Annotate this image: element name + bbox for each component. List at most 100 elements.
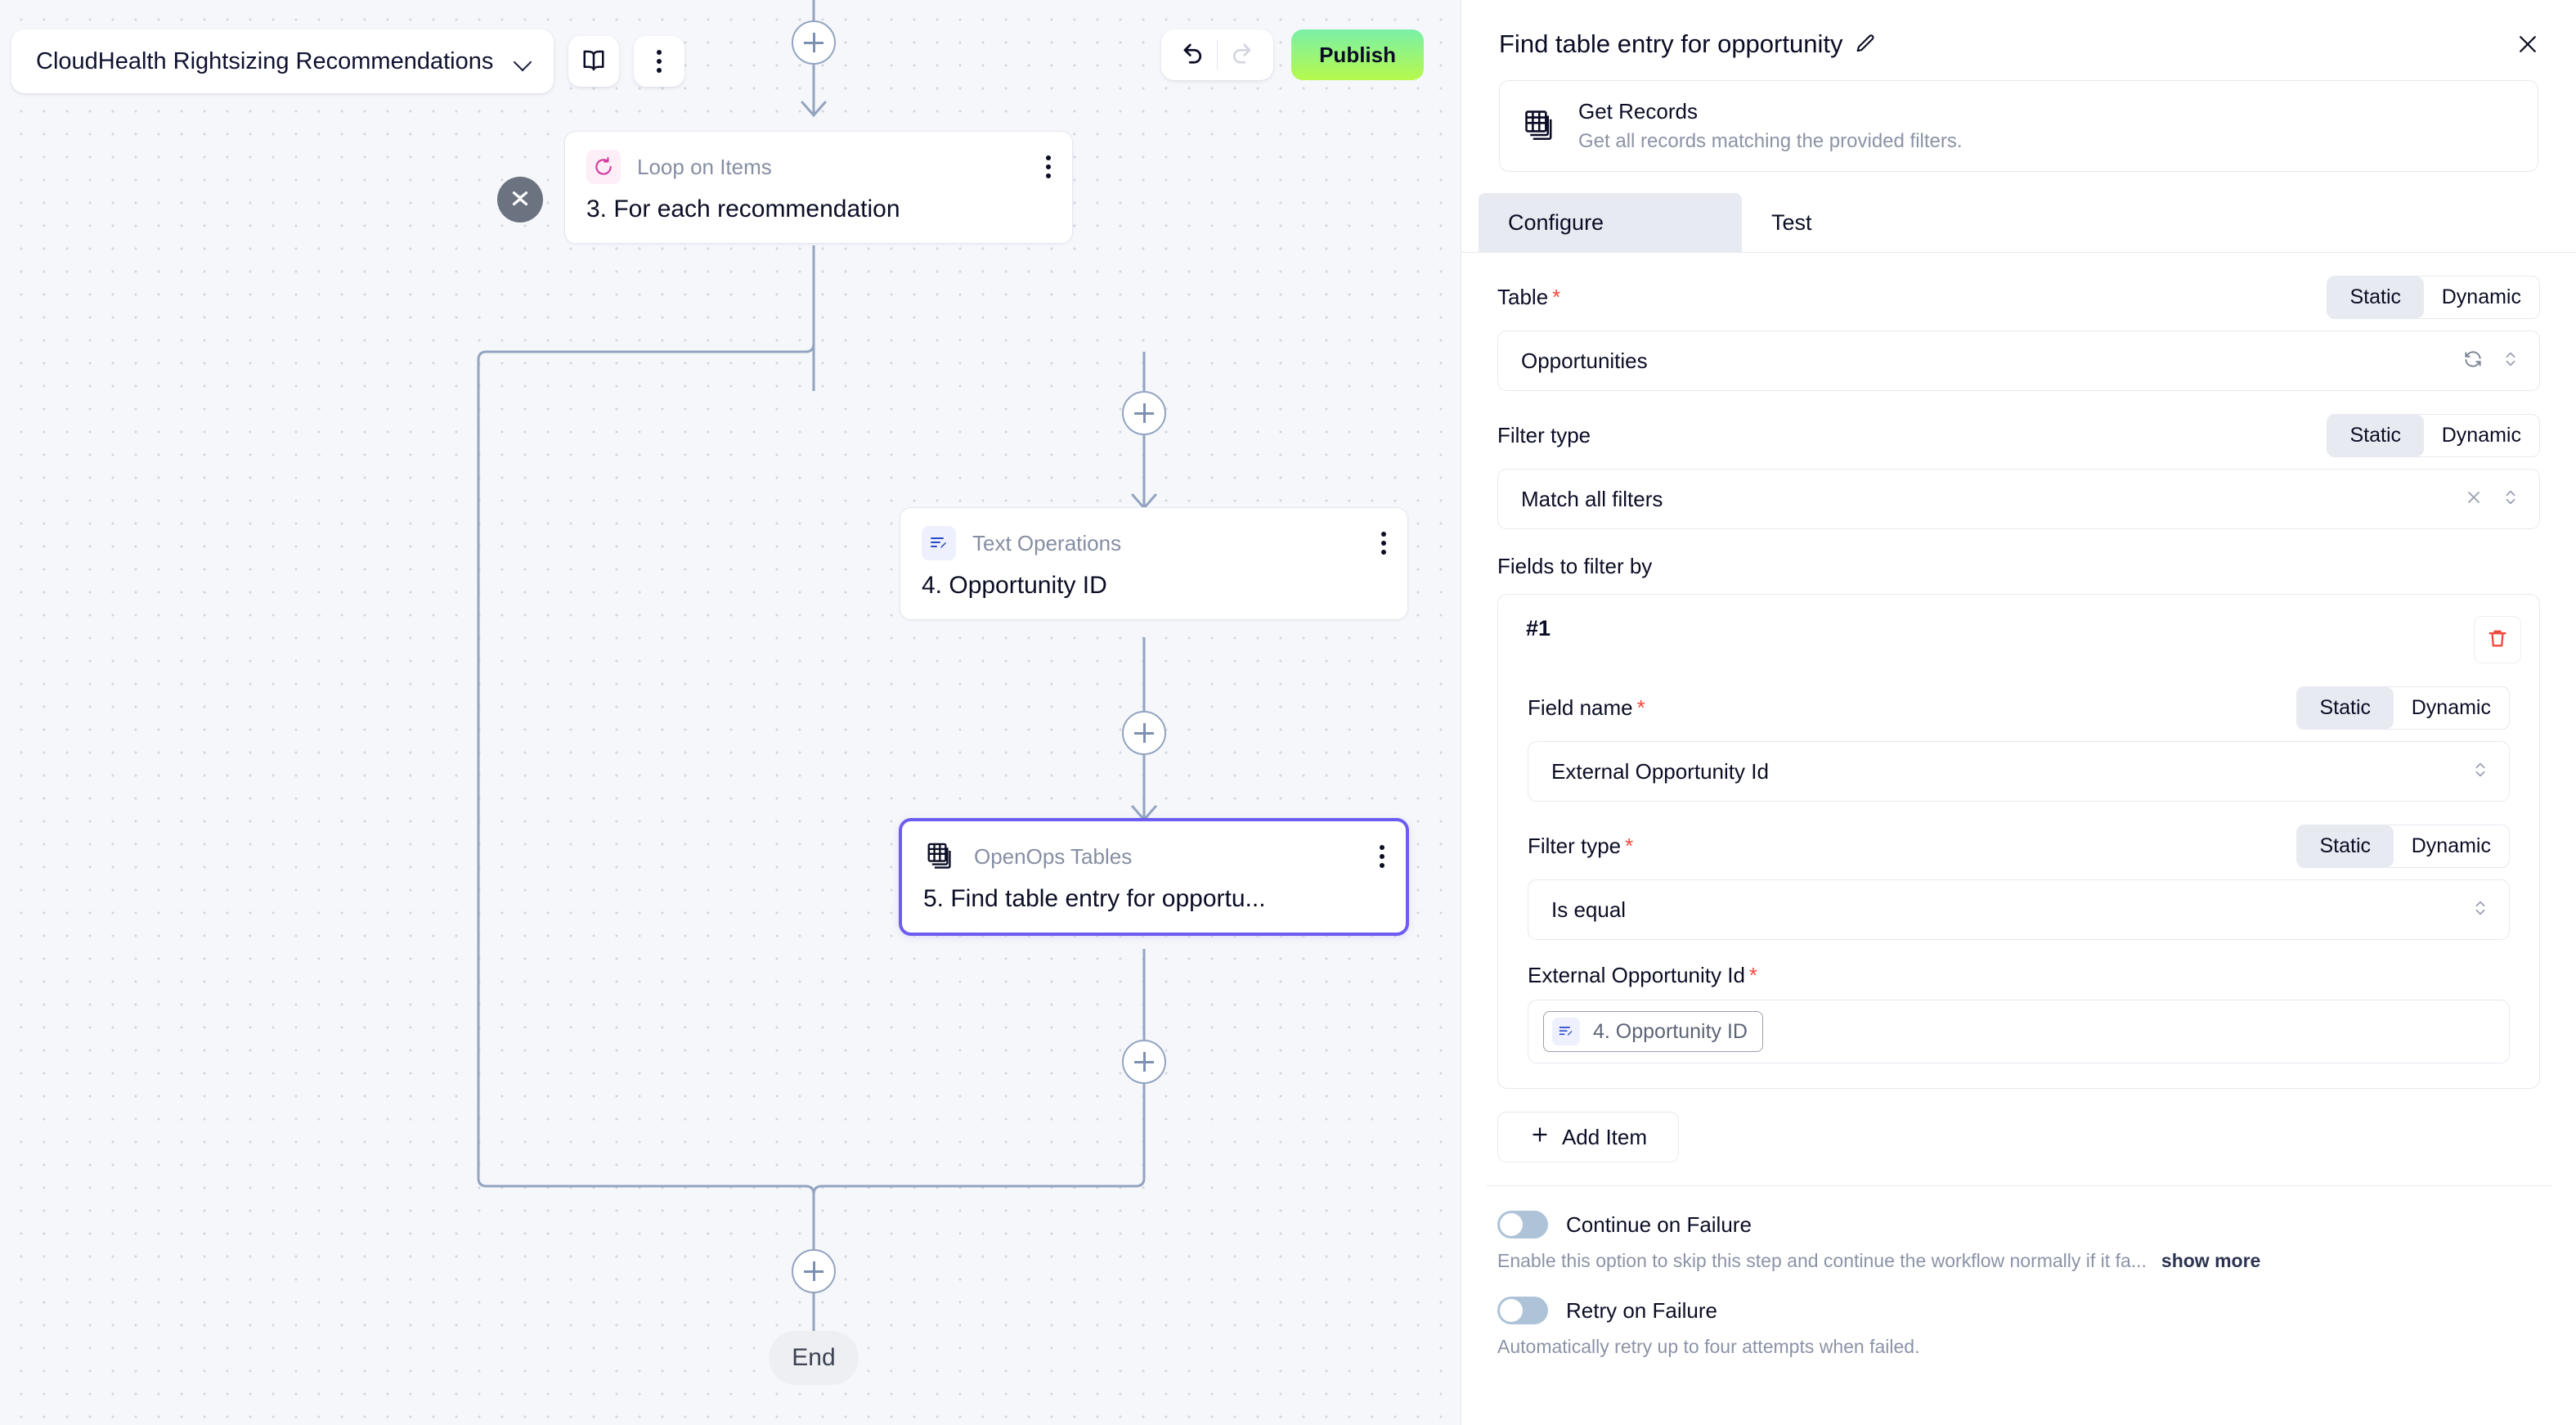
filter-type-mode-dynamic[interactable]: Dynamic — [2441, 424, 2521, 447]
node-menu-button[interactable] — [1046, 155, 1051, 178]
add-step-button[interactable] — [792, 20, 836, 65]
filter-type-select[interactable]: Match all filters — [1497, 469, 2540, 529]
tab-test[interactable]: Test — [1771, 209, 1812, 235]
continue-on-failure-toggle[interactable] — [1497, 1211, 1548, 1238]
continue-on-failure-help: Enable this option to skip this step and… — [1497, 1250, 2540, 1272]
panel-header: Find table entry for opportunity — [1461, 0, 2576, 59]
table-select[interactable]: Opportunities — [1497, 330, 2540, 391]
chevrons-up-down-icon[interactable] — [2471, 759, 2489, 784]
close-icon[interactable] — [2515, 32, 2540, 56]
field-name-row: Field name* Static Dynamic — [1516, 686, 2521, 730]
add-step-button[interactable] — [1122, 391, 1166, 435]
field-name-select-tools — [2471, 759, 2489, 784]
table-label: Table* — [1497, 285, 1561, 309]
item-filter-type-select-tools — [2471, 897, 2489, 923]
tables-icon — [1521, 108, 1559, 144]
collapse-branch-button[interactable] — [497, 177, 543, 223]
tables-icon — [923, 839, 958, 874]
tab-configure[interactable]: Configure — [1479, 193, 1742, 252]
table-mode-dynamic[interactable]: Dynamic — [2441, 285, 2521, 308]
chevron-down-icon — [514, 52, 532, 70]
redo-icon — [1229, 41, 1254, 70]
item-filter-type-mode-toggle[interactable]: Static Dynamic — [2296, 825, 2510, 868]
docs-button[interactable] — [568, 36, 620, 87]
required-marker: * — [1636, 695, 1645, 720]
clear-x-icon[interactable] — [2464, 488, 2484, 511]
node-kind-label: OpenOps Tables — [974, 843, 1133, 869]
flow-more-button[interactable] — [634, 36, 685, 87]
redo-button[interactable] — [1218, 34, 1265, 76]
retry-on-failure-label: Retry on Failure — [1566, 1297, 1717, 1323]
flow-node-loop[interactable]: Loop on Items 3. For each recommendation — [564, 131, 1073, 244]
filter-item-header: #1 — [1516, 616, 2521, 663]
retry-on-failure-row: Retry on Failure — [1497, 1297, 2540, 1324]
chevrons-up-down-icon[interactable] — [2471, 897, 2489, 923]
flow-name-dropdown[interactable]: CloudHealth Rightsizing Recommendations — [11, 29, 554, 93]
publish-button[interactable]: Publish — [1291, 29, 1424, 80]
text-operations-icon — [922, 526, 956, 560]
table-value: Opportunities — [1521, 348, 1648, 373]
node-menu-button[interactable] — [1380, 845, 1384, 868]
add-step-button[interactable] — [792, 1249, 836, 1293]
flow-end-node: End — [769, 1331, 859, 1385]
node-kind-label: Loop on Items — [637, 154, 772, 179]
table-mode-static[interactable]: Static — [2327, 276, 2424, 318]
panel-body: Table* Static Dynamic Opportunities — [1461, 276, 2576, 1358]
pencil-icon[interactable] — [1854, 33, 1877, 56]
flow-canvas[interactable]: CloudHealth Rightsizing Recommendations — [0, 0, 1461, 1425]
node-title: 3. For each recommendation — [586, 196, 900, 223]
retry-on-failure-toggle[interactable] — [1497, 1297, 1548, 1324]
field-name-mode-toggle[interactable]: Static Dynamic — [2296, 686, 2510, 730]
action-description: Get all records matching the provided fi… — [1578, 130, 1963, 152]
field-name-label: Field name* — [1528, 695, 1645, 720]
refresh-icon[interactable] — [2462, 348, 2484, 374]
continue-on-failure-show-more[interactable]: show more — [2161, 1250, 2261, 1271]
value-field-label: External Opportunity Id* — [1528, 963, 1758, 987]
undo-button[interactable] — [1169, 34, 1217, 76]
table-select-tools — [2462, 348, 2520, 374]
flow-node-text-operations[interactable]: Text Operations 4. Opportunity ID — [900, 507, 1408, 620]
undo-icon — [1181, 41, 1205, 70]
flow-node-openops-tables[interactable]: OpenOps Tables 5. Find table entry for o… — [900, 819, 1408, 935]
field-name-mode-static[interactable]: Static — [2296, 687, 2394, 729]
add-step-button[interactable] — [1122, 711, 1166, 755]
field-name-mode-dynamic[interactable]: Dynamic — [2411, 696, 2491, 719]
add-item-label: Add Item — [1561, 1124, 1648, 1149]
toolbar-divider — [1217, 40, 1218, 70]
filter-type-mode-toggle[interactable]: Static Dynamic — [2326, 414, 2540, 457]
undo-redo-group — [1161, 29, 1274, 80]
delete-filter-button[interactable] — [2474, 616, 2521, 663]
flow-name-label: CloudHealth Rightsizing Recommendations — [36, 47, 494, 74]
item-filter-type-select[interactable]: Is equal — [1528, 879, 2510, 940]
required-marker: * — [1552, 285, 1561, 309]
more-vertical-icon — [1380, 845, 1384, 868]
table-mode-toggle[interactable]: Static Dynamic — [2326, 276, 2540, 319]
node-menu-button[interactable] — [1381, 532, 1386, 555]
field-name-select[interactable]: External Opportunity Id — [1528, 741, 2510, 802]
variable-chip[interactable]: 4. Opportunity ID — [1543, 1011, 1763, 1052]
add-step-button[interactable] — [1122, 1040, 1166, 1084]
filter-type-label: Filter type — [1497, 423, 1591, 447]
continue-on-failure-row: Continue on Failure — [1497, 1211, 2540, 1238]
node-kind-label: Text Operations — [972, 530, 1122, 555]
filter-type-mode-static[interactable]: Static — [2327, 415, 2424, 456]
chevrons-up-down-icon[interactable] — [2502, 348, 2520, 374]
item-filter-type-mode-dynamic[interactable]: Dynamic — [2411, 834, 2491, 857]
retry-on-failure-help-text: Automatically retry up to four attempts … — [1497, 1336, 1920, 1357]
item-filter-type-row: Filter type* Static Dynamic — [1516, 825, 2521, 868]
required-marker: * — [1748, 963, 1758, 987]
item-filter-type-mode-static[interactable]: Static — [2296, 825, 2394, 867]
retry-on-failure-help: Automatically retry up to four attempts … — [1497, 1336, 2540, 1358]
more-vertical-icon — [657, 50, 662, 73]
node-title: 4. Opportunity ID — [922, 572, 1107, 599]
node-header: Loop on Items — [586, 150, 1051, 184]
value-field-input[interactable]: 4. Opportunity ID — [1528, 1000, 2510, 1063]
action-name: Get Records — [1578, 99, 1698, 124]
value-field-row: External Opportunity Id* — [1516, 963, 2521, 988]
chevrons-up-down-icon[interactable] — [2502, 487, 2520, 512]
panel-tabs: Configure Test — [1461, 193, 2576, 253]
action-text-block: Get Records Get all records matching the… — [1578, 99, 1963, 153]
add-item-button[interactable]: Add Item — [1497, 1112, 1679, 1162]
field-name-value: External Opportunity Id — [1551, 758, 1769, 784]
more-vertical-icon — [1046, 155, 1051, 178]
